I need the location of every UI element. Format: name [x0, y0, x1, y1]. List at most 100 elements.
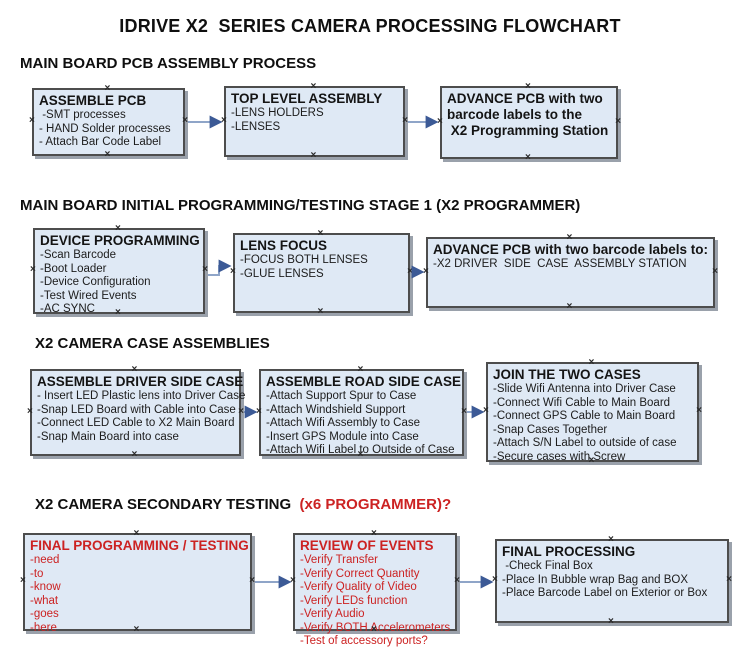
- box-item-list: -Scan Barcode -Boot Loader -Device Confi…: [40, 249, 199, 317]
- box-title: ASSEMBLE DRIVER SIDE CASE: [37, 374, 244, 389]
- box-item-list: -Attach Support Spur to Case -Attach Win…: [266, 390, 458, 458]
- box-item: -X2 DRIVER SIDE CASE ASSEMBLY STATION: [433, 258, 687, 270]
- box-item: -Snap Cases Together: [493, 423, 608, 436]
- box-title: FINAL PROGRAMMING / TESTING: [30, 538, 249, 553]
- anchor-mark-icon: [712, 268, 718, 276]
- anchor-mark-icon: [29, 117, 35, 125]
- box-top-level-assembly[interactable]: TOP LEVEL ASSEMBLY -LENS HOLDERS -LENSES: [224, 86, 405, 157]
- anchor-mark-icon: [726, 576, 732, 584]
- box-item-list: -SMT processes - HAND Solder processes -…: [39, 109, 179, 150]
- box-item: -GLUE LENSES: [240, 267, 324, 280]
- anchor-mark-icon: [132, 451, 138, 459]
- box-join-the-two-cases[interactable]: JOIN THE TWO CASES -Slide Wifi Antenna i…: [483, 359, 702, 464]
- anchor-mark-icon: [318, 230, 324, 238]
- anchor-mark-icon: [696, 407, 702, 415]
- box-item-list: -LENS HOLDERS -LENSES: [231, 107, 399, 134]
- box-title: JOIN THE TWO CASES: [493, 367, 641, 382]
- box-title: FINAL PROCESSING: [502, 544, 636, 559]
- anchor-mark-icon: [311, 83, 317, 91]
- anchor-mark-icon: [230, 268, 236, 276]
- page-title: IDRIVE X2 SERIES CAMERA PROCESSING FLOWC…: [119, 16, 621, 36]
- anchor-mark-icon: [461, 408, 467, 416]
- box-item: -Attach Wifi Label to Outside of Case: [266, 444, 455, 456]
- box-item: -Place Barcode Label on Exterior or Box: [502, 587, 708, 599]
- box-final-processing[interactable]: FINAL PROCESSING -Check Final Box -Place…: [495, 539, 729, 623]
- anchor-mark-icon: [608, 536, 614, 544]
- section-heading-pcb-assembly: MAIN BOARD PCB ASSEMBLY PROCESS: [20, 55, 317, 72]
- box-item: -Snap Main Board into case: [37, 430, 179, 443]
- box-assemble-driver-side-case[interactable]: ASSEMBLE DRIVER SIDE CASE - Insert LED P…: [27, 366, 246, 459]
- box-review-of-events[interactable]: REVIEW OF EVENTS -Verify Transfer -Verif…: [290, 533, 460, 647]
- box-title: ASSEMBLE PCB: [39, 93, 147, 108]
- box-item: -Place In Bubble wrap Bag and BOX: [502, 573, 689, 586]
- box-title: ADVANCE PCB with two barcode labels to t…: [447, 91, 609, 138]
- box-item: - HAND Solder processes: [39, 122, 171, 135]
- section-heading-secondary-testing-text: X2 CAMERA SECONDARY TESTING: [35, 496, 300, 513]
- anchor-mark-icon: [358, 366, 364, 374]
- box-title: REVIEW OF EVENTS: [300, 538, 434, 553]
- anchor-mark-icon: [202, 266, 208, 274]
- box-item: -Connect GPS Cable to Main Board: [493, 410, 676, 422]
- box-item: -AC SYNC: [40, 303, 95, 315]
- anchor-mark-icon: [105, 151, 111, 159]
- box-assemble-road-side-case[interactable]: ASSEMBLE ROAD SIDE CASE -Attach Support …: [259, 369, 464, 456]
- section-heading-programmer-question: (x6 PROGRAMMER)?: [299, 496, 452, 513]
- anchor-mark-icon: [483, 407, 489, 415]
- box-item: -FOCUS BOTH LENSES: [240, 254, 368, 266]
- anchor-mark-icon: [311, 152, 317, 160]
- box-advance-pcb-programming-station[interactable]: ADVANCE PCB with two barcode labels to t…: [440, 86, 618, 159]
- connector-device-to-lensfocus[interactable]: [208, 259, 232, 276]
- anchor-mark-icon: [454, 577, 460, 585]
- box-final-programming-testing[interactable]: FINAL PROGRAMMING / TESTING -need -to -k…: [20, 533, 255, 634]
- box-item: -Verify LEDs function: [300, 594, 408, 607]
- anchor-mark-icon: [27, 408, 33, 416]
- box-item: -Verify BOTH Accelerometers: [300, 621, 451, 634]
- box-item: -LENSES: [231, 120, 281, 133]
- anchor-mark-icon: [249, 577, 255, 585]
- anchor-mark-icon: [115, 225, 121, 233]
- box-title: ASSEMBLE ROAD SIDE CASE: [266, 374, 462, 389]
- box-title: LENS FOCUS: [240, 238, 328, 253]
- box-item-list: -X2 DRIVER SIDE CASE ASSEMBLY STATION: [433, 258, 709, 272]
- box-item-list: -Slide Wifi Antenna into Driver Case -Co…: [493, 383, 693, 464]
- box-assemble-pcb[interactable]: ASSEMBLE PCB -SMT processes - HAND Solde…: [32, 88, 185, 156]
- box-item-list: - Insert LED Plastic lens into Driver Ca…: [37, 390, 246, 444]
- box-item: -Verify Transfer: [300, 554, 378, 566]
- box-item: -goes: [30, 608, 59, 620]
- anchor-mark-icon: [589, 359, 595, 367]
- box-item: -Verify Correct Quantity: [300, 567, 420, 580]
- box-device-programming[interactable]: DEVICE PROGRAMMING -Scan Barcode -Boot L…: [30, 225, 208, 317]
- anchor-mark-icon: [615, 118, 621, 126]
- box-item: -Attach Support Spur to Case: [266, 390, 417, 402]
- section-heading-case-assemblies: X2 CAMERA CASE ASSEMBLIES: [35, 335, 270, 352]
- anchor-mark-icon: [608, 618, 614, 626]
- box-item: -Secure cases with Screw: [493, 450, 626, 463]
- anchor-mark-icon: [492, 576, 498, 584]
- anchor-mark-icon: [30, 266, 36, 274]
- box-item-list: -FOCUS BOTH LENSES -GLUE LENSES: [240, 254, 404, 281]
- anchor-mark-icon: [290, 577, 296, 585]
- anchor-mark-icon: [105, 85, 111, 93]
- box-lens-focus[interactable]: LENS FOCUS -FOCUS BOTH LENSES -GLUE LENS…: [233, 233, 410, 313]
- anchor-mark-icon: [318, 308, 324, 316]
- box-item: -know: [30, 581, 61, 593]
- box-advance-pcb-driver-side-station[interactable]: ADVANCE PCB with two barcode labels to: …: [426, 237, 715, 308]
- anchor-mark-icon: [221, 117, 227, 125]
- box-item: -Snap LED Board with Cable into Case: [37, 403, 236, 416]
- box-item: -SMT processes: [39, 109, 126, 121]
- anchor-mark-icon: [423, 268, 429, 276]
- box-item: -Verify Audio: [300, 608, 365, 620]
- anchor-mark-icon: [132, 366, 138, 374]
- anchor-mark-icon: [256, 408, 262, 416]
- box-item: - Insert LED Plastic lens into Driver Ca…: [37, 390, 246, 402]
- anchor-mark-icon: [182, 117, 188, 125]
- box-item: -need: [30, 554, 60, 566]
- anchor-mark-icon: [525, 154, 531, 162]
- box-title: TOP LEVEL ASSEMBLY: [231, 91, 383, 106]
- box-item: -Attach Windshield Support: [266, 403, 406, 416]
- anchor-mark-icon: [20, 577, 26, 585]
- box-title: DEVICE PROGRAMMING: [40, 233, 200, 248]
- box-item: -Connect LED Cable to X2 Main Board: [37, 417, 235, 429]
- box-item-list: -Check Final Box -Place In Bubble wrap B…: [502, 560, 723, 601]
